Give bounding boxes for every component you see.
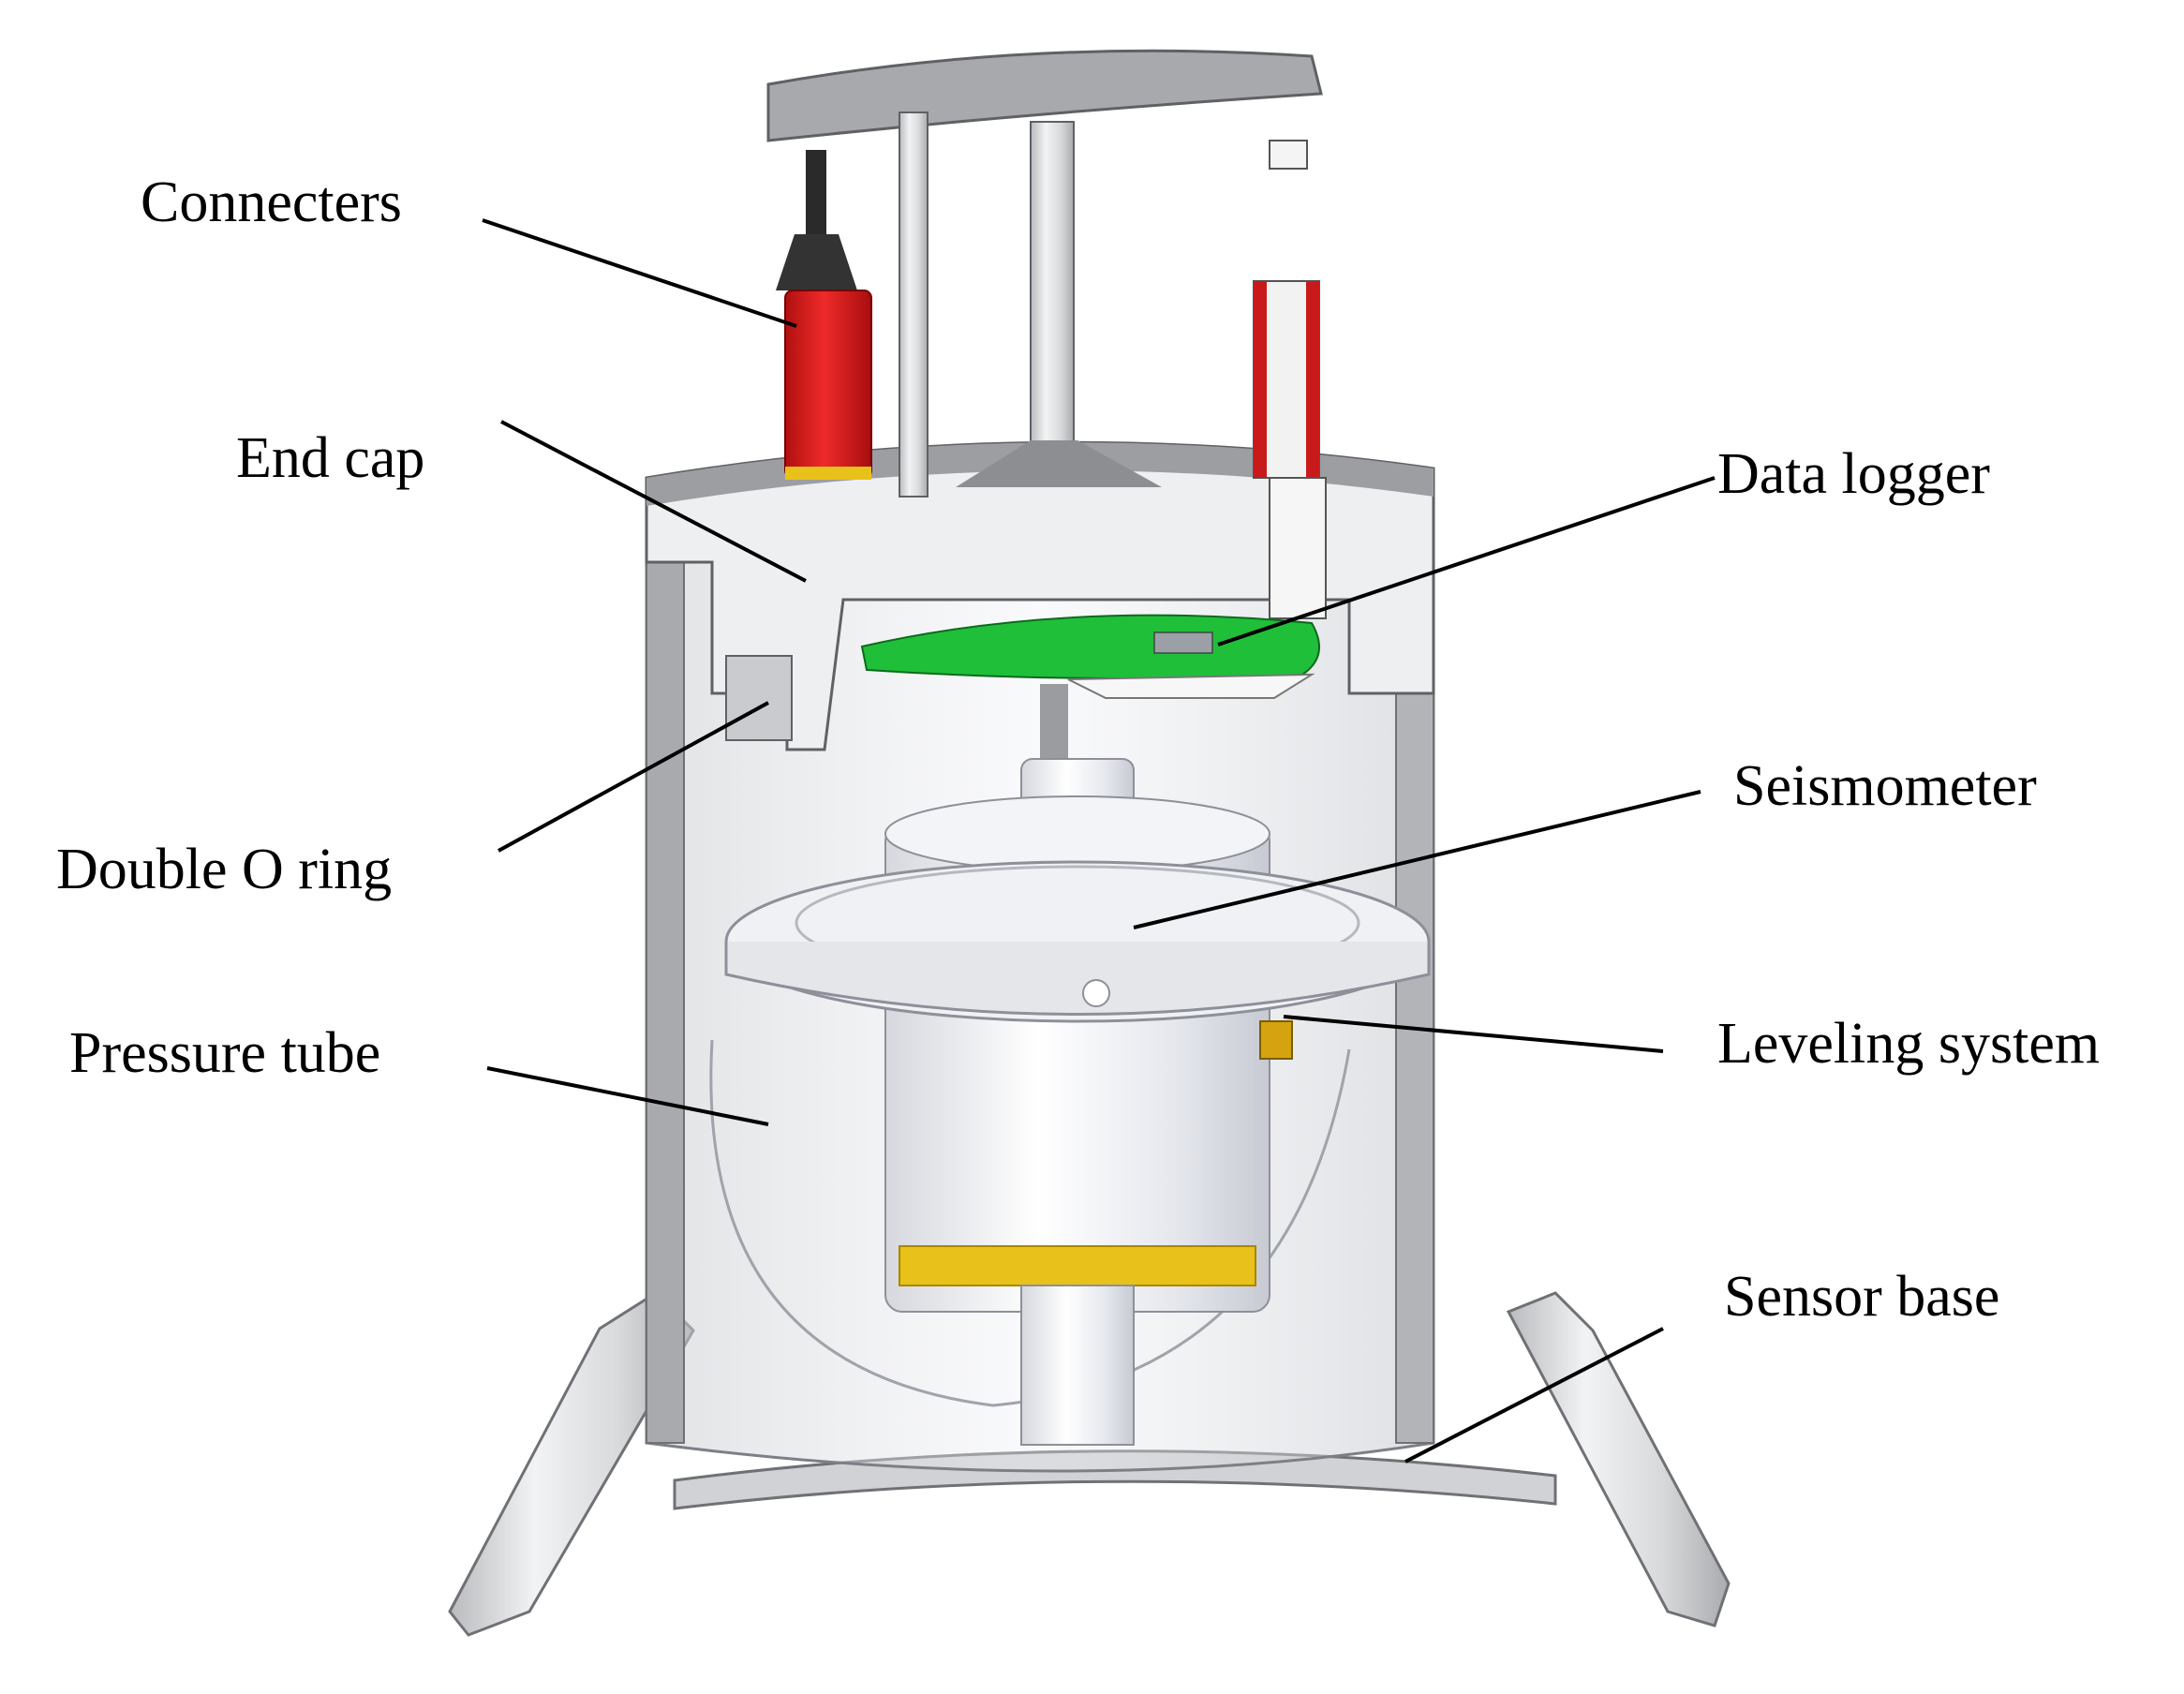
leader-data-logger	[1217, 476, 1716, 646]
connector-left	[776, 150, 872, 480]
leader-leveling-system	[1283, 1015, 1664, 1053]
logger-standoff	[1040, 684, 1068, 759]
leader-connecters	[482, 218, 797, 328]
label-sensor-base: Sensor base	[1724, 1265, 2000, 1329]
leader-pressure-tube	[486, 1066, 769, 1126]
handle-part	[766, 49, 1323, 498]
leader-end-cap	[500, 420, 807, 583]
label-pressure-tube: Pressure tube	[69, 1021, 381, 1085]
label-leveling-system: Leveling system	[1717, 1012, 2101, 1076]
connector-right	[1253, 140, 1327, 619]
label-seismometer: Seismometer	[1733, 754, 2037, 818]
label-double-o-ring: Double O ring	[56, 838, 393, 901]
data-logger-board	[860, 614, 1320, 699]
leader-double-o-ring	[498, 701, 769, 853]
label-connecters: Connecters	[141, 171, 402, 234]
leader-sensor-base	[1404, 1327, 1664, 1464]
label-end-cap: End cap	[236, 426, 425, 490]
label-data-logger: Data logger	[1717, 442, 1990, 506]
leveling-system-part	[724, 860, 1431, 1060]
leader-seismometer	[1133, 790, 1701, 929]
